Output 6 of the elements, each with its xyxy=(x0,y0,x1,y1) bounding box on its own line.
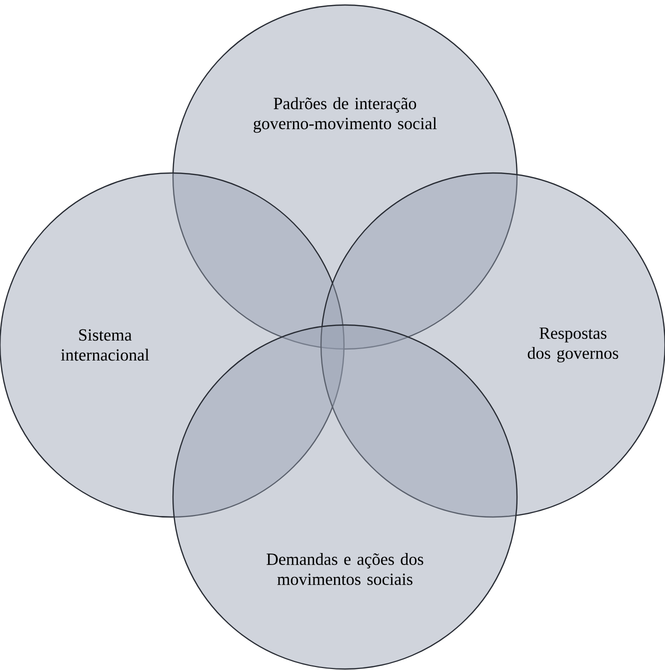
circle xyxy=(172,324,518,670)
circle-label: Padrões de interação governo-movimento social xyxy=(254,97,437,133)
circle xyxy=(320,172,665,518)
circle-label: Sistema internacional xyxy=(61,329,150,361)
circle-label: Respostas dos governos xyxy=(528,328,618,362)
circle-label: Demandas e ações dos movimentos sociais xyxy=(266,553,424,585)
